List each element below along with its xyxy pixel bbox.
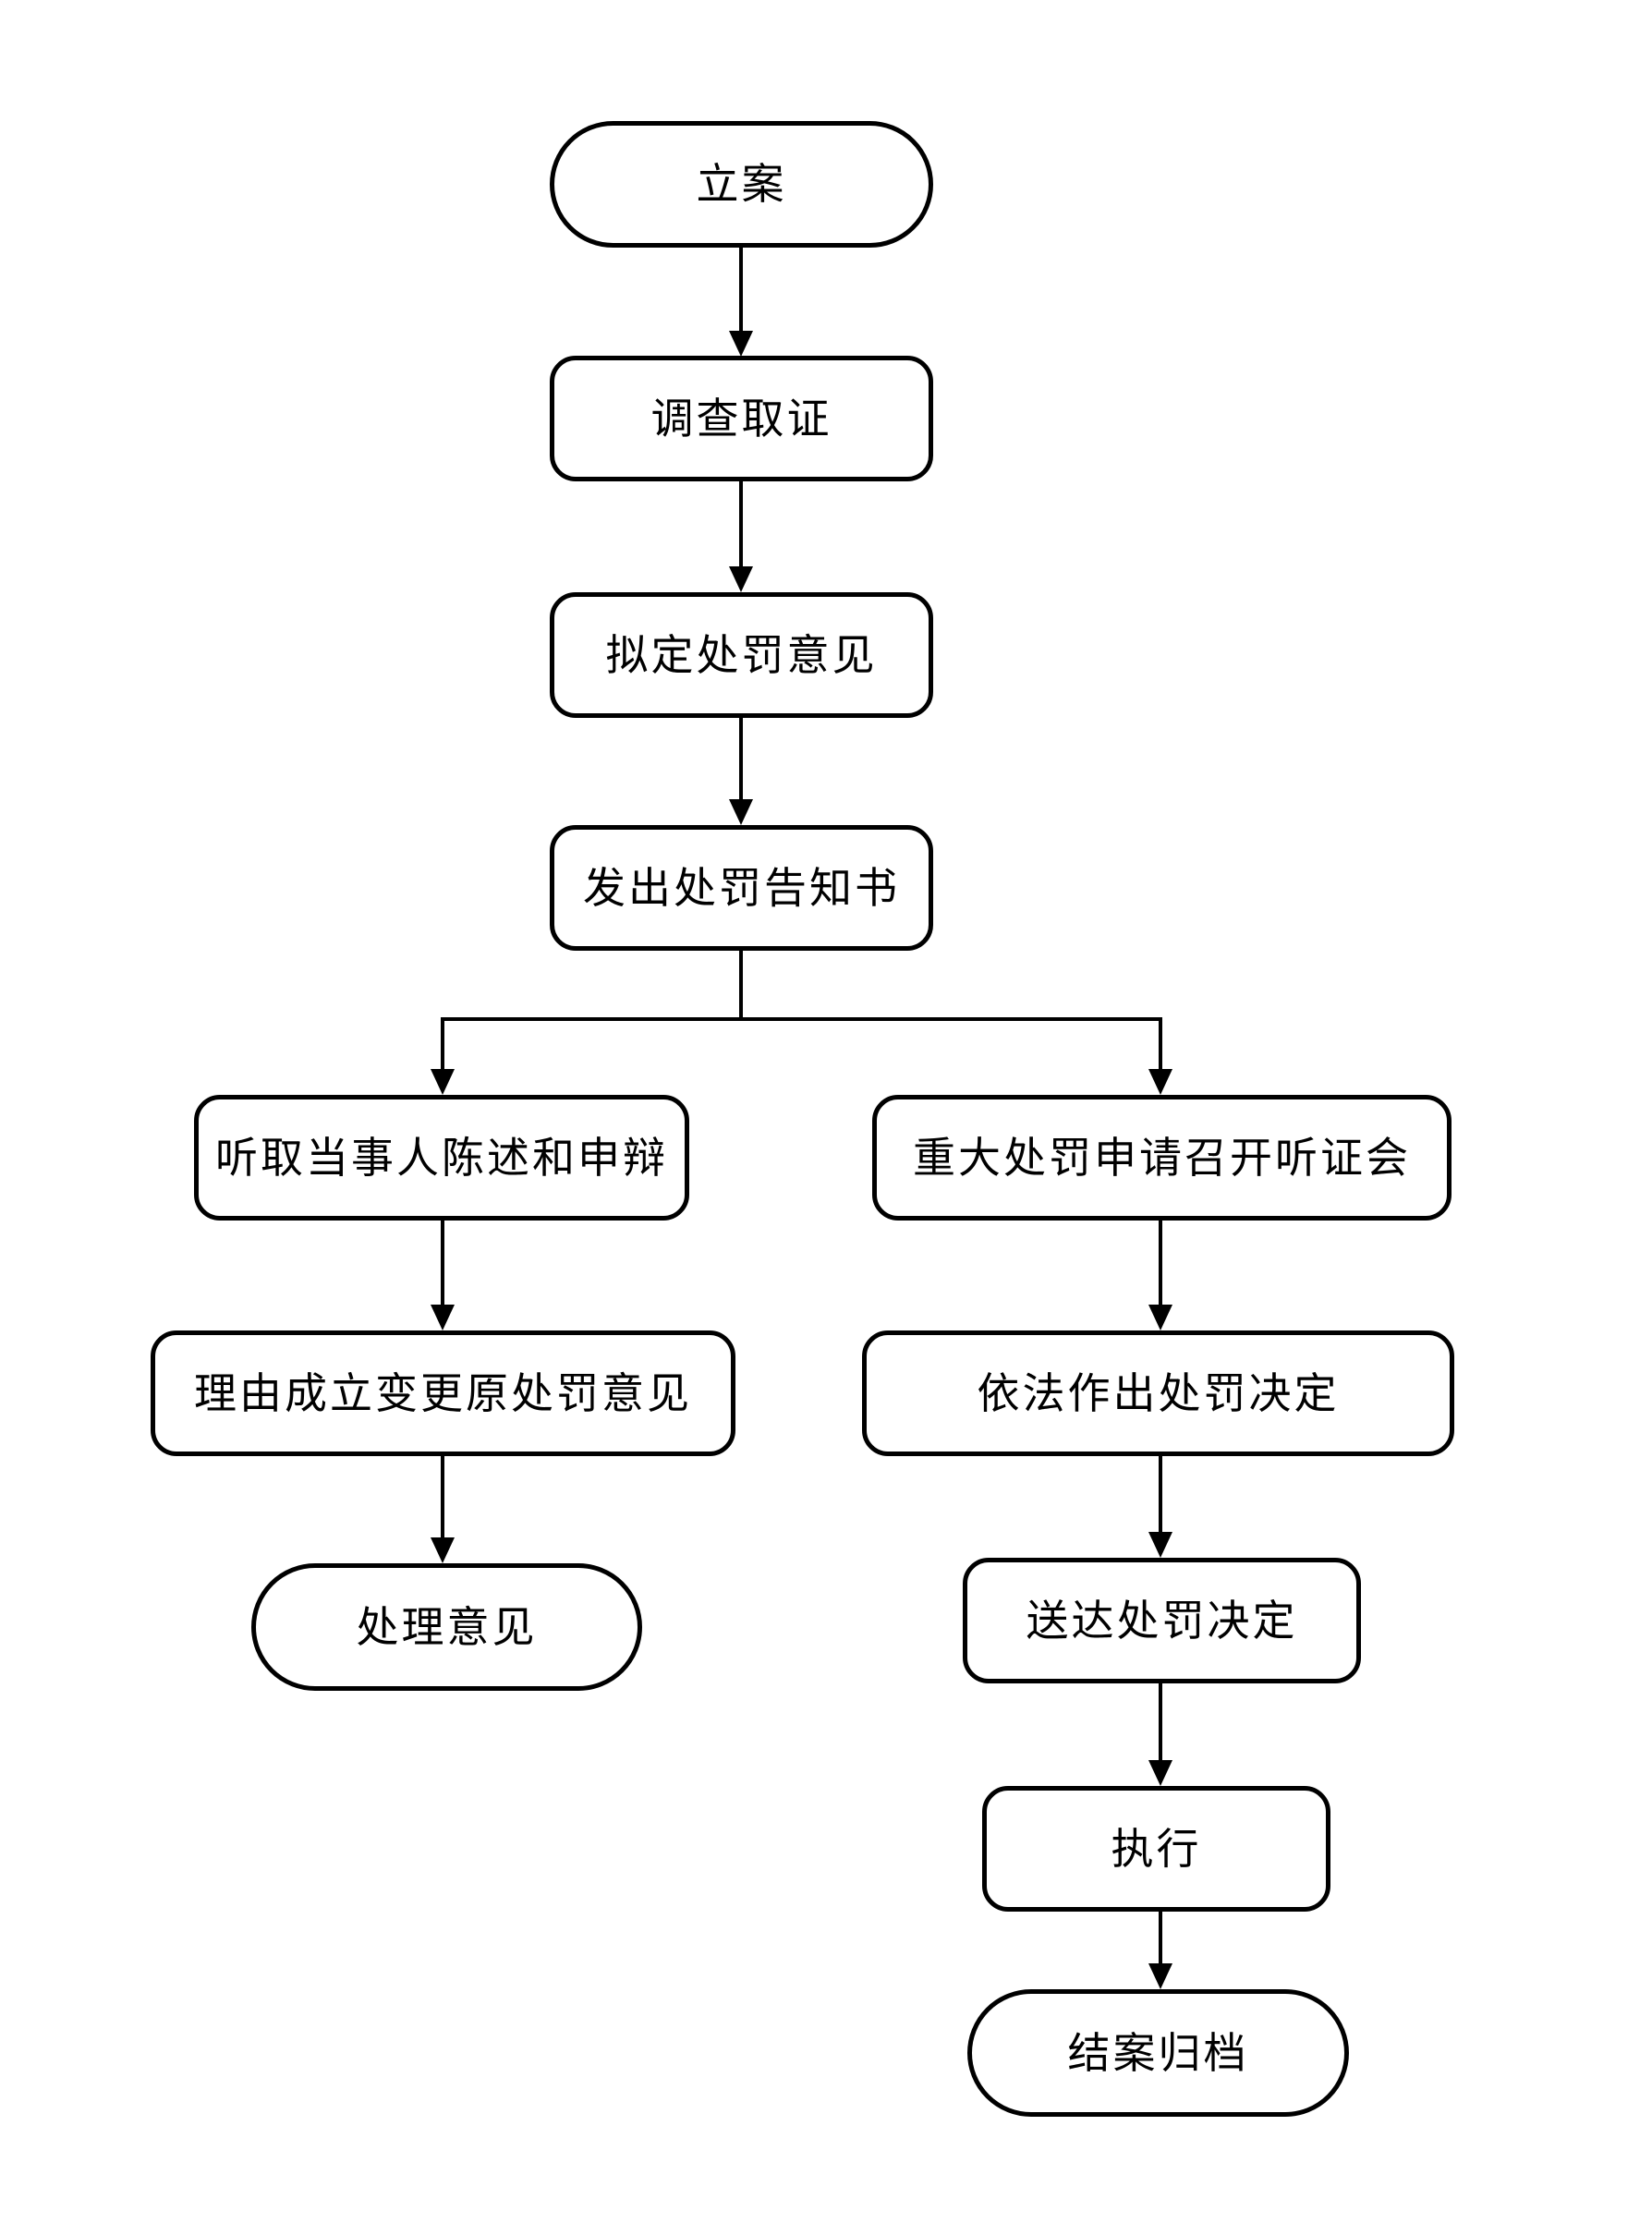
connector-yifa-to-songda bbox=[1148, 1456, 1172, 1558]
flow-node-hear-statement: 听取当事人陈述和申辩 bbox=[194, 1095, 689, 1221]
connector-songda-to-zhixing bbox=[1148, 1683, 1172, 1786]
node-label: 听取当事人陈述和申辩 bbox=[215, 1132, 668, 1183]
node-label: 重大处罚申请召开听证会 bbox=[913, 1132, 1411, 1183]
node-label: 立案 bbox=[696, 159, 787, 210]
connector-lian-to-diaocha bbox=[729, 248, 753, 357]
node-label: 处理意见 bbox=[356, 1601, 538, 1652]
connector-diaocha-to-niding bbox=[729, 481, 753, 592]
flow-node-close-archive: 结案归档 bbox=[967, 1989, 1349, 2117]
flow-node-investigate: 调查取证 bbox=[550, 356, 933, 481]
connector-zhongda-to-yifa bbox=[1148, 1221, 1172, 1330]
node-label: 调查取证 bbox=[650, 393, 832, 443]
node-label: 结案归档 bbox=[1067, 2027, 1249, 2078]
connector-split-to-zhongda bbox=[1148, 1017, 1172, 1095]
flow-node-execute: 执行 bbox=[982, 1786, 1330, 1912]
flow-node-make-decision: 依法作出处罚决定 bbox=[862, 1330, 1454, 1456]
node-label: 执行 bbox=[1111, 1823, 1202, 1874]
node-label: 拟定处罚意见 bbox=[605, 629, 878, 680]
flow-node-draft-penalty-opinion: 拟定处罚意见 bbox=[550, 592, 933, 718]
flow-node-handling-opinion: 处理意见 bbox=[251, 1563, 642, 1691]
node-label: 发出处罚告知书 bbox=[583, 862, 900, 913]
connector-niding-to-fachu bbox=[729, 718, 753, 825]
connector-tingqu-to-liyou bbox=[431, 1221, 455, 1330]
node-label: 依法作出处罚决定 bbox=[977, 1367, 1340, 1418]
connector-zhixing-to-jiean bbox=[1148, 1912, 1172, 1989]
flow-node-issue-notice: 发出处罚告知书 bbox=[550, 825, 933, 951]
flow-node-hearing-request: 重大处罚申请召开听证会 bbox=[872, 1095, 1452, 1221]
flow-node-modify-opinion: 理由成立变更原处罚意见 bbox=[151, 1330, 735, 1456]
node-label: 理由成立变更原处罚意见 bbox=[194, 1367, 692, 1418]
flow-node-deliver-decision: 送达处罚决定 bbox=[963, 1558, 1361, 1683]
node-label: 送达处罚决定 bbox=[1026, 1595, 1298, 1646]
connector-split-to-tingqu bbox=[431, 1017, 455, 1095]
connector-liyou-to-chuli bbox=[431, 1456, 455, 1563]
flow-node-start: 立案 bbox=[550, 121, 933, 248]
connector-split-rail bbox=[443, 951, 1160, 1021]
